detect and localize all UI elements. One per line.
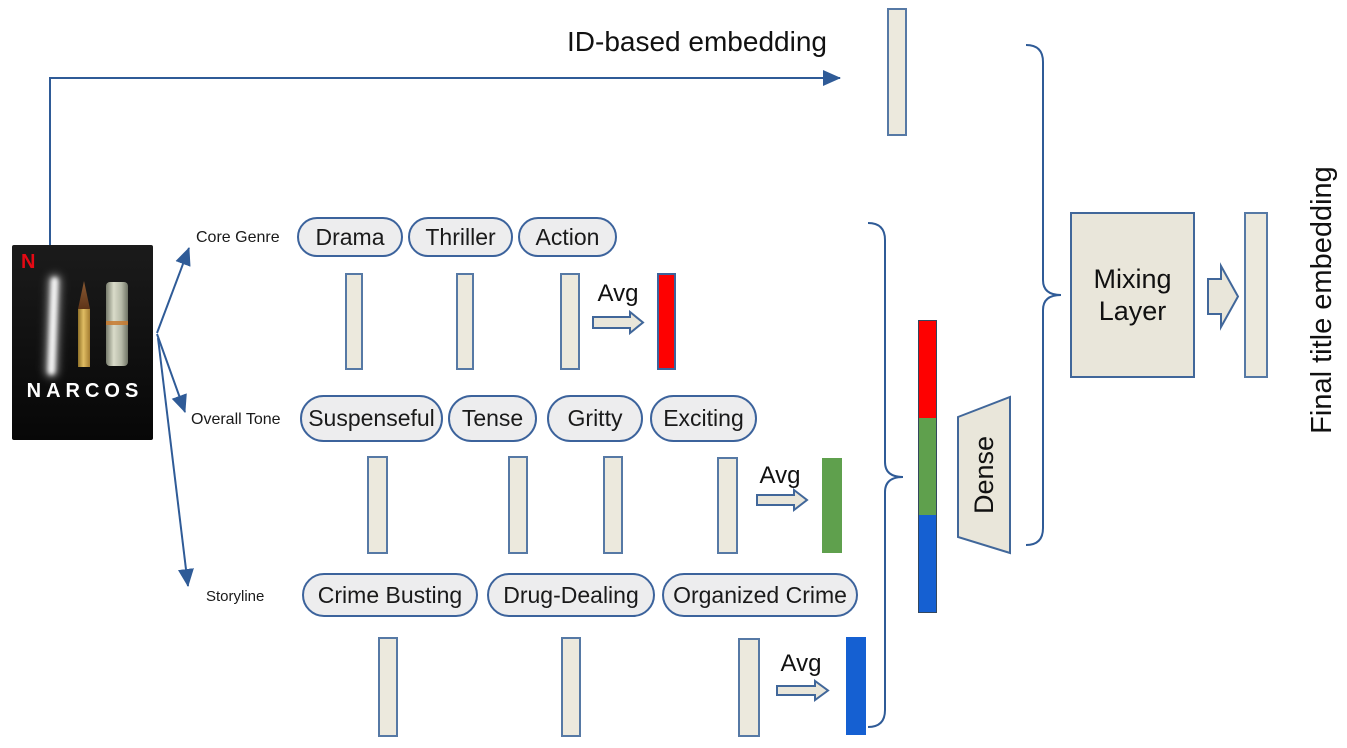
tag-pill-crime-busting: Crime Busting xyxy=(302,573,478,617)
avg-label-overall-tone: Avg xyxy=(759,462,801,489)
concat-segment-blue xyxy=(919,514,936,612)
tag-pill-organized-crime: Organized Crime xyxy=(662,573,858,617)
avg-vector-storyline xyxy=(846,637,866,735)
embedding-bar xyxy=(561,637,581,737)
avg-label-storyline: Avg xyxy=(780,650,822,677)
netflix-n-logo: N xyxy=(21,251,36,273)
avg-vector-core-genre xyxy=(657,273,676,370)
avg-arrow-storyline xyxy=(776,679,830,702)
concat-segment-green xyxy=(919,418,936,515)
mixing-brace xyxy=(1025,44,1062,546)
embedding-bar xyxy=(717,457,738,554)
concat-segment-red xyxy=(919,321,936,419)
output-block-arrow xyxy=(1207,262,1240,331)
id-embedding-label: ID-based embedding xyxy=(567,26,827,57)
embedding-bar xyxy=(508,456,528,554)
arrow-to-overall-tone xyxy=(156,333,187,413)
arrow-to-core-genre xyxy=(156,247,191,334)
dense-trapezoid xyxy=(957,395,1011,555)
embedding-bar xyxy=(345,273,363,370)
dense-label: Dense xyxy=(968,435,999,515)
tag-pill-drug-dealing: Drug-Dealing xyxy=(487,573,655,617)
title-poster: N NARCOS xyxy=(12,245,153,440)
category-label-storyline: Storyline xyxy=(206,588,265,605)
concat-brace xyxy=(867,222,904,728)
avg-arrow-core-genre xyxy=(592,309,645,336)
rolled-bill-graphic xyxy=(106,282,128,366)
final-embedding-bar xyxy=(1244,212,1268,378)
tag-pill-gritty: Gritty xyxy=(547,395,643,442)
avg-vector-overall-tone xyxy=(822,458,842,553)
embedding-bar xyxy=(560,273,580,370)
tag-pill-exciting: Exciting xyxy=(650,395,757,442)
tag-pill-suspenseful: Suspenseful xyxy=(300,395,443,442)
cocaine-line-graphic xyxy=(47,276,59,376)
arrow-to-storyline xyxy=(157,337,194,587)
final-embedding-label: Final title embedding xyxy=(1305,166,1338,434)
tag-pill-thriller: Thriller xyxy=(408,217,513,257)
id-embedding-connector xyxy=(49,70,841,245)
embedding-bar xyxy=(456,273,474,370)
embedding-bar xyxy=(367,456,388,554)
category-label-core-genre: Core Genre xyxy=(196,229,280,246)
concatenated-vector xyxy=(918,320,937,613)
tag-pill-tense: Tense xyxy=(448,395,537,442)
embedding-bar xyxy=(738,638,760,737)
avg-label-core-genre: Avg xyxy=(597,280,639,307)
embedding-bar xyxy=(603,456,623,554)
avg-arrow-overall-tone xyxy=(756,487,809,513)
bullet-graphic xyxy=(78,281,90,367)
tag-pill-drama: Drama xyxy=(297,217,403,257)
poster-title: NARCOS xyxy=(26,380,144,402)
tag-pill-action: Action xyxy=(518,217,617,257)
mixing-layer-box: Mixing Layer xyxy=(1070,212,1195,378)
embedding-bar xyxy=(378,637,398,737)
id-embedding-bar xyxy=(887,8,907,136)
category-label-overall-tone: Overall Tone xyxy=(191,411,281,428)
